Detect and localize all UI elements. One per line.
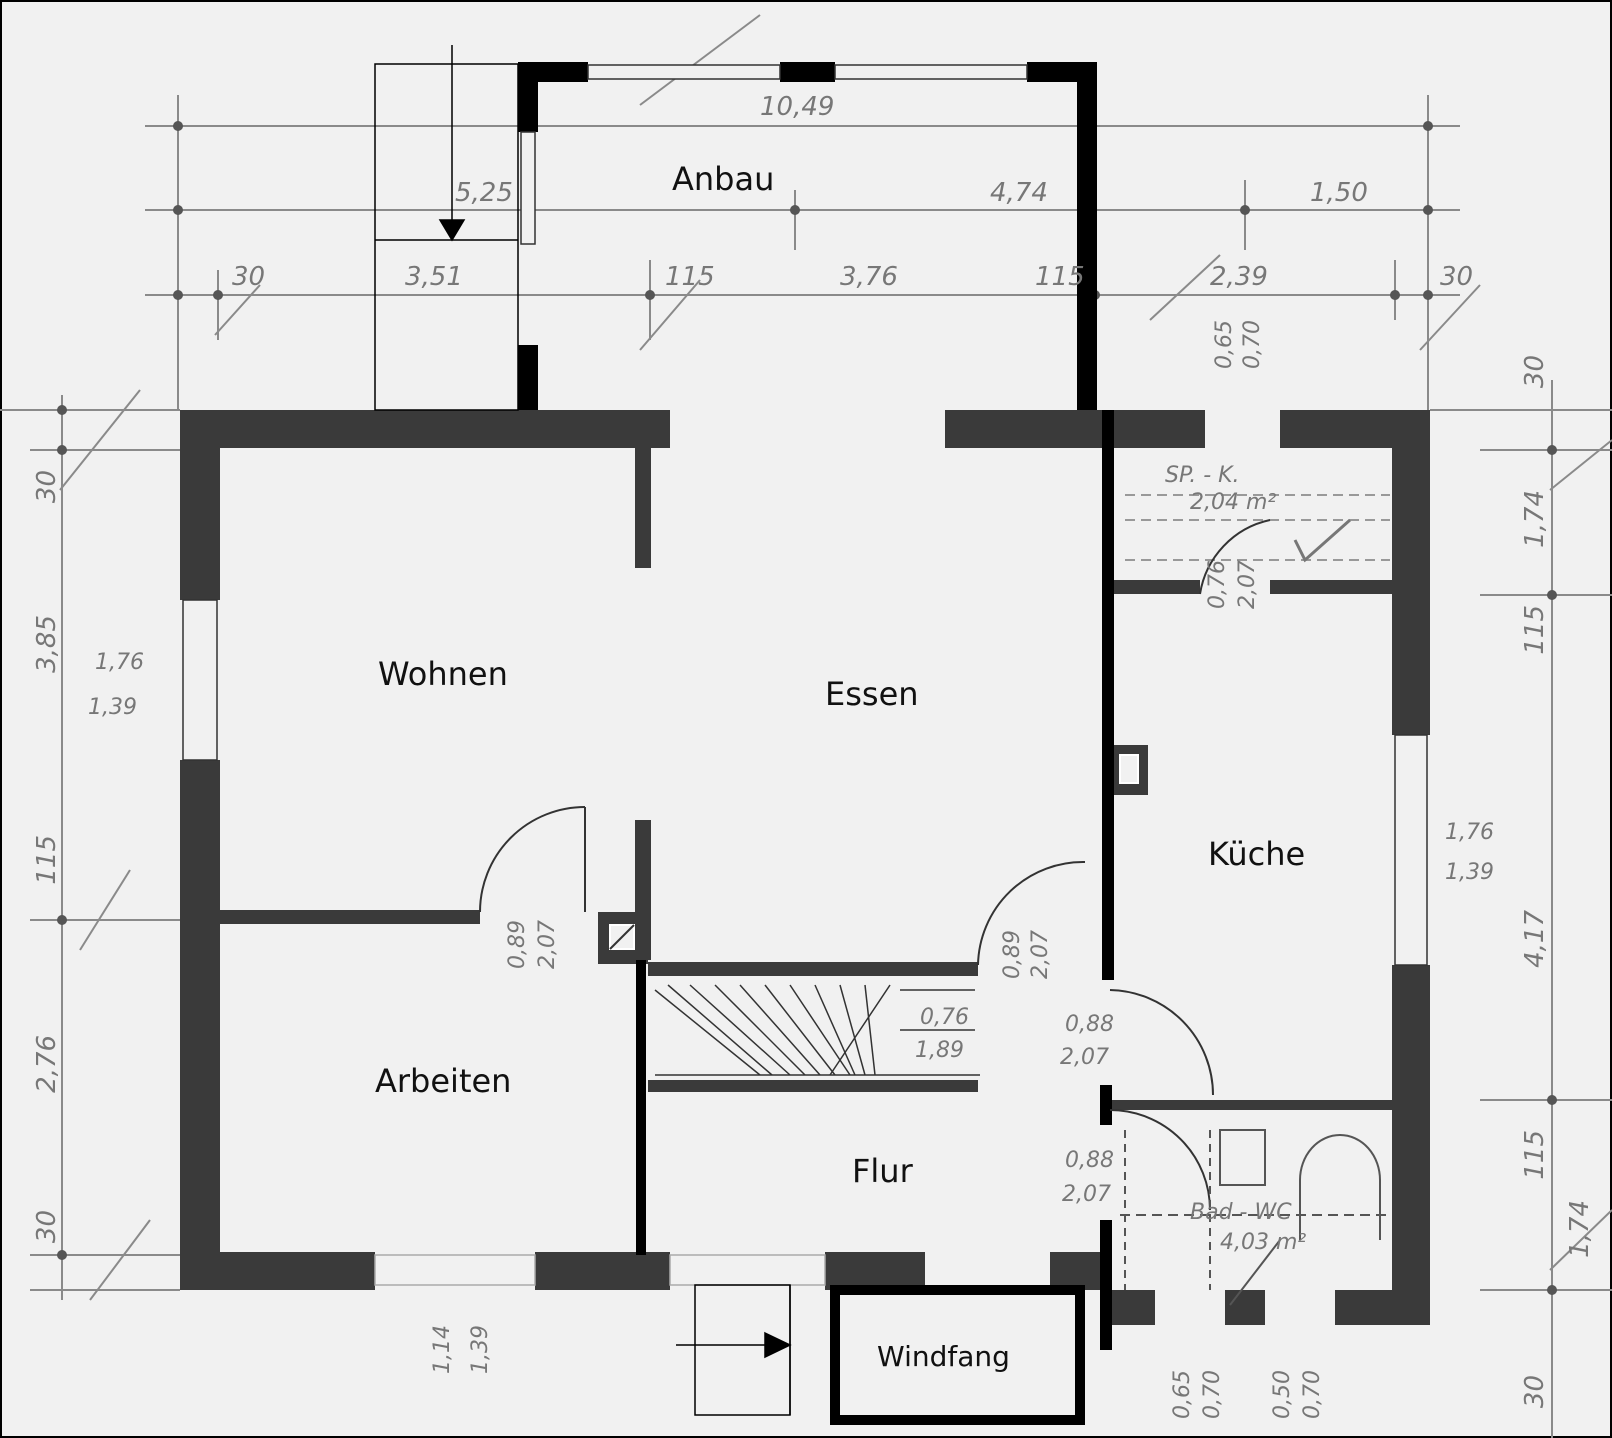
dim-row3-e: 115 bbox=[1035, 262, 1085, 292]
dim-pantry-door-b: 2,07 bbox=[1235, 560, 1260, 609]
pantry-label: SP. - K. bbox=[1165, 463, 1240, 488]
dim-door-wc-a: 0,88 bbox=[1065, 1148, 1114, 1173]
pantry-details bbox=[1125, 494, 1390, 561]
dimension-lines bbox=[0, 14, 1612, 1438]
dim-left-30-top: 30 bbox=[32, 470, 62, 504]
dim-pantry-door-a: 0,76 bbox=[1205, 560, 1230, 609]
dim-right-30-bot: 30 bbox=[1520, 1375, 1550, 1409]
wc-label: Bad - WC bbox=[1190, 1200, 1292, 1225]
pantry-area: 2,04 m² bbox=[1190, 490, 1277, 515]
dim-right-417: 4,17 bbox=[1520, 910, 1550, 968]
chimney bbox=[609, 754, 1139, 950]
dim-door-wa-a: 0,89 bbox=[505, 920, 530, 969]
pantry-check bbox=[1293, 518, 1351, 563]
dim-left-30-bot: 30 bbox=[32, 1210, 62, 1244]
dim-win-right-a: 1,76 bbox=[1445, 820, 1494, 845]
dimension-dots bbox=[57, 121, 1557, 1295]
room-label-flur: Flur bbox=[852, 1152, 913, 1190]
dim-right-115-top: 115 bbox=[1520, 605, 1550, 655]
dim-bottom-right-a: 0,65 bbox=[1170, 1370, 1195, 1419]
dim-right-30-top: 30 bbox=[1520, 355, 1550, 389]
existing-walls bbox=[180, 410, 1430, 1325]
dim-win-bottom-a: 1,14 bbox=[430, 1325, 455, 1374]
dim-row3-b: 3,51 bbox=[405, 262, 463, 292]
dim-left-115: 115 bbox=[32, 835, 62, 885]
dim-top-left: 5,25 bbox=[455, 178, 513, 208]
dim-top-right: 1,50 bbox=[1310, 178, 1368, 208]
dim-right-174-bot: 1,74 bbox=[1565, 1200, 1595, 1258]
dim-pantry-vent-a: 0,65 bbox=[1212, 320, 1237, 369]
dim-bottom-right-d: 0,70 bbox=[1300, 1370, 1325, 1419]
dim-door-wa-b: 2,07 bbox=[535, 920, 560, 969]
new-walls bbox=[518, 62, 1114, 1425]
terrace-steps bbox=[374, 45, 792, 1416]
room-label-arbeiten: Arbeiten bbox=[375, 1062, 512, 1100]
dim-row3-d: 3,76 bbox=[840, 262, 898, 292]
dim-bottom-right-b: 0,70 bbox=[1200, 1370, 1225, 1419]
staircase bbox=[654, 984, 980, 1076]
dim-row3-g: 30 bbox=[1440, 262, 1474, 292]
dim-door-essen-a: 0,89 bbox=[1000, 930, 1025, 979]
dim-win-left-b: 1,39 bbox=[88, 695, 137, 720]
dim-win-right-b: 1,39 bbox=[1445, 860, 1494, 885]
dim-left-385: 3,85 bbox=[32, 615, 62, 673]
dim-door-kueche-b: 2,07 bbox=[1060, 1045, 1109, 1070]
room-label-windfang: Windfang bbox=[877, 1340, 1010, 1373]
wc-area: 4,03 m² bbox=[1220, 1230, 1307, 1255]
dim-win-left-a: 1,76 bbox=[95, 650, 144, 675]
dim-row3-f: 2,39 bbox=[1210, 262, 1268, 292]
dim-row3-a: 30 bbox=[232, 262, 266, 292]
room-label-anbau: Anbau bbox=[672, 160, 775, 198]
dim-top-mid: 4,74 bbox=[990, 178, 1048, 208]
dim-bottom-right-c: 0,50 bbox=[1270, 1370, 1295, 1419]
windows bbox=[182, 64, 1428, 1286]
dim-win-bottom-b: 1,39 bbox=[468, 1325, 493, 1374]
room-label-wohnen: Wohnen bbox=[378, 655, 508, 693]
dim-door-kueche-a: 0,88 bbox=[1065, 1012, 1114, 1037]
door-swings bbox=[479, 519, 1271, 1211]
room-label-essen: Essen bbox=[825, 675, 919, 713]
dim-row3-c: 115 bbox=[665, 262, 715, 292]
dim-stair-b: 1,89 bbox=[915, 1038, 964, 1063]
dim-right-115-bot: 115 bbox=[1520, 1130, 1550, 1180]
dim-pantry-vent-b: 0,70 bbox=[1240, 320, 1265, 369]
dim-stair-a: 0,76 bbox=[920, 1005, 969, 1030]
dim-left-276: 2,76 bbox=[32, 1035, 62, 1093]
dim-top-total: 10,49 bbox=[760, 92, 835, 122]
dim-right-174-top: 1,74 bbox=[1520, 490, 1550, 548]
dim-door-wc-b: 2,07 bbox=[1062, 1182, 1111, 1207]
dim-door-essen-b: 2,07 bbox=[1028, 930, 1053, 979]
bathroom-fixtures bbox=[1120, 1129, 1390, 1306]
room-label-kueche: Küche bbox=[1208, 835, 1306, 873]
